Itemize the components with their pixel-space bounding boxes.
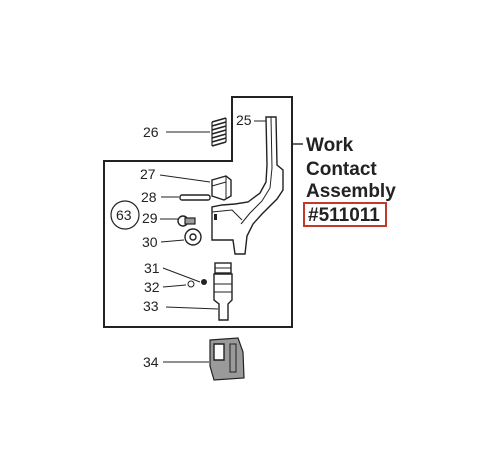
assembly-frame — [103, 96, 293, 328]
label-27-leader — [159, 174, 211, 183]
part-29-screw — [177, 215, 196, 227]
part-26-spring — [211, 117, 227, 147]
label-31-leader — [162, 267, 201, 283]
assembly-title-line-1: Work — [306, 135, 354, 156]
part-27-clip — [211, 175, 232, 201]
part-30-washer — [184, 228, 202, 246]
label-32: 32 — [144, 279, 160, 295]
part-28-pin — [179, 194, 211, 201]
part-33-plunger[interactable] — [213, 273, 233, 321]
part-25-work-contact-arm[interactable] — [211, 116, 284, 255]
part-number-highlight-box — [303, 202, 387, 227]
label-32-leader — [162, 284, 187, 288]
assembly-title-line-2: Contact — [306, 159, 377, 180]
label-33: 33 — [143, 298, 159, 314]
label-25: 25 — [236, 112, 252, 128]
label-30-leader — [160, 239, 185, 243]
label-27: 27 — [140, 166, 156, 182]
assembly-part-number: #511011 — [308, 205, 380, 226]
part-34-bumper[interactable] — [209, 337, 245, 381]
label-30: 30 — [142, 234, 158, 250]
callout-63-circle — [110, 200, 140, 230]
assembly-title-line-3: Assembly — [306, 181, 396, 202]
label-33-leader — [165, 306, 219, 310]
label-31: 31 — [144, 260, 160, 276]
part-32-ring — [187, 280, 195, 288]
label-63: 63 — [116, 207, 132, 223]
part-31-nut — [214, 262, 232, 274]
label-28: 28 — [141, 189, 157, 205]
part-32-ball — [201, 279, 207, 285]
label-26: 26 — [143, 124, 159, 140]
label-29: 29 — [142, 210, 158, 226]
label-34: 34 — [143, 354, 159, 370]
